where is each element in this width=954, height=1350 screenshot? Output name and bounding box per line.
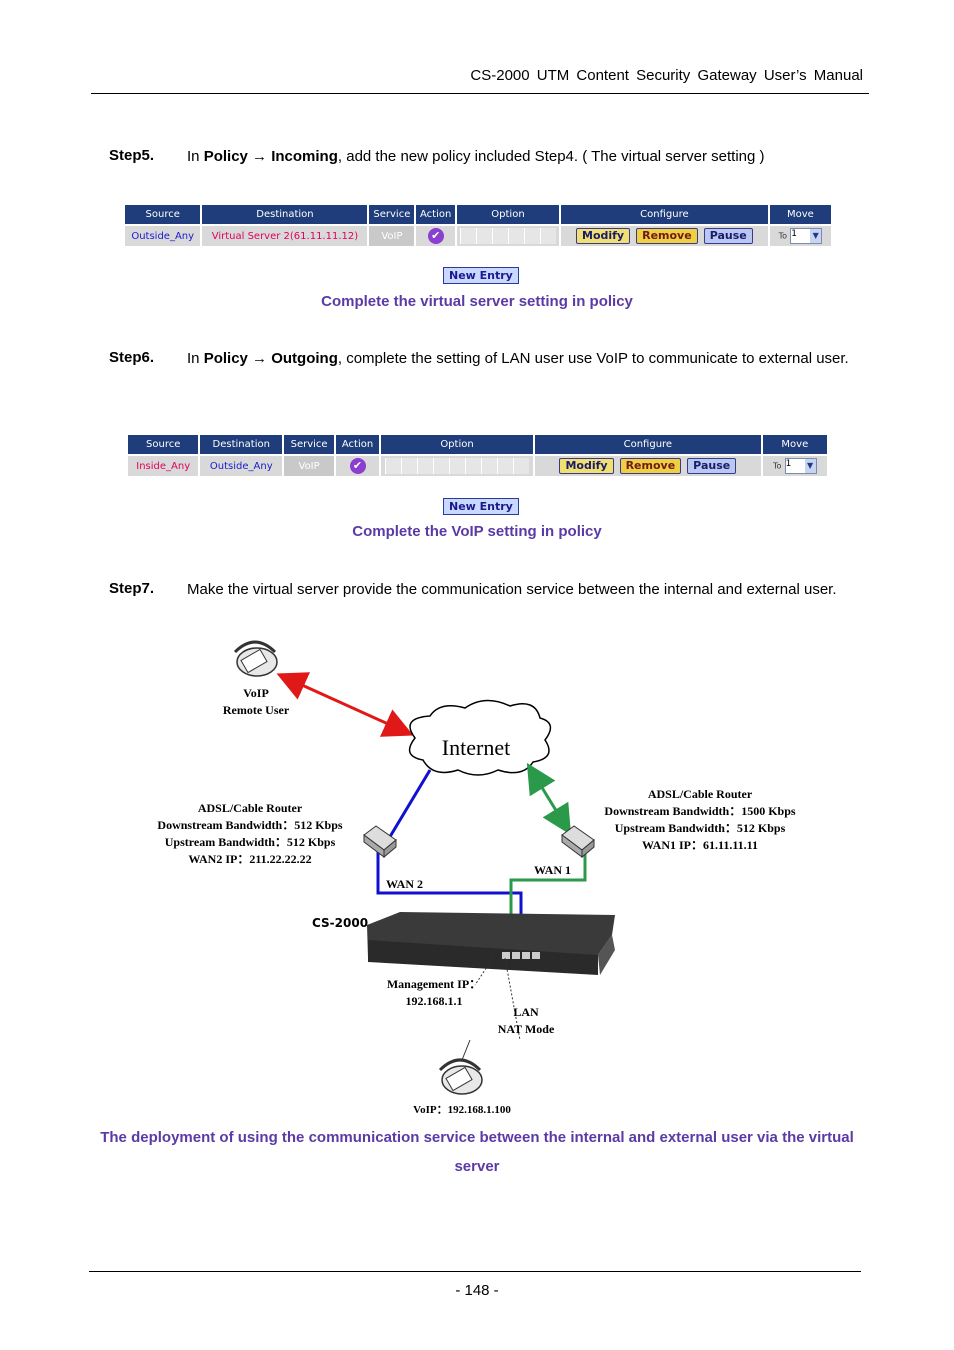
step5-bold-incoming: Incoming bbox=[271, 148, 338, 165]
lan-phone-line bbox=[461, 1039, 471, 1061]
mgmt-ip-label: Management IP：192.168.1.1 bbox=[386, 977, 482, 1008]
cell-option bbox=[380, 454, 534, 476]
step6-label: Step6. bbox=[109, 349, 155, 366]
move-select[interactable]: 1▼ bbox=[790, 228, 823, 244]
table-header-row: Source Destination Service Action Option… bbox=[125, 205, 831, 224]
new-entry-button[interactable]: New Entry bbox=[443, 267, 519, 284]
col-configure: Configure bbox=[560, 205, 768, 224]
remove-button[interactable]: Remove bbox=[619, 458, 682, 474]
cs2000-device-icon bbox=[367, 912, 615, 975]
header-title: CS-2000 UTM Content Security Gateway Use… bbox=[470, 67, 863, 84]
col-source: Source bbox=[128, 435, 199, 454]
step6-arrow: → bbox=[247, 350, 272, 367]
step6-bold-policy: Policy bbox=[203, 350, 248, 367]
voip-phone-local-icon bbox=[438, 1058, 483, 1095]
cell-configure: Modify Remove Pause bbox=[535, 454, 761, 476]
cell-move: To 1▼ bbox=[769, 224, 831, 246]
modify-button[interactable]: Modify bbox=[559, 458, 614, 474]
remote-link-line bbox=[276, 672, 414, 737]
col-service: Service bbox=[284, 435, 335, 454]
cell-service: VoIP bbox=[284, 454, 335, 476]
new-entry-button[interactable]: New Entry bbox=[443, 498, 519, 515]
cell-destination: Outside_Any bbox=[200, 454, 283, 476]
step5-label: Step5. bbox=[109, 147, 155, 164]
caption-deployment: The deployment of using the communicatio… bbox=[100, 1129, 854, 1175]
cell-source: Inside_Any bbox=[128, 454, 199, 476]
step6-text: In Policy → Outgoing, complete the setti… bbox=[187, 350, 849, 367]
chevron-down-icon: ▼ bbox=[804, 459, 816, 473]
cell-configure: Modify Remove Pause bbox=[560, 224, 768, 246]
wan1-uplink-line bbox=[526, 762, 572, 836]
wan2-uplink-line bbox=[383, 769, 432, 846]
caption-voip-setting: Complete the VoIP setting in policy bbox=[352, 523, 602, 540]
footer-rule bbox=[89, 1271, 861, 1272]
col-configure: Configure bbox=[535, 435, 761, 454]
permit-check-icon: ✔ bbox=[427, 228, 444, 244]
remove-button[interactable]: Remove bbox=[636, 228, 698, 244]
step5-arrow: → bbox=[247, 148, 272, 165]
wan2-label: WAN 2 bbox=[386, 877, 424, 891]
voip-local-label: VoIP：192.168.1.100 bbox=[413, 1104, 511, 1116]
step7-text: Make the virtual server provide the comm… bbox=[187, 581, 837, 598]
page-number: - 148 - bbox=[455, 1282, 499, 1299]
table-header-row: Source Destination Service Action Option… bbox=[128, 435, 827, 454]
col-source: Source bbox=[125, 205, 201, 224]
mgmt-pointer-line bbox=[474, 957, 494, 986]
col-action: Action bbox=[416, 205, 456, 224]
router-right-icon bbox=[561, 825, 595, 859]
cell-service: VoIP bbox=[369, 224, 415, 246]
pause-button[interactable]: Pause bbox=[703, 228, 753, 244]
cell-destination: Virtual Server 2(61.11.11.12) bbox=[202, 224, 368, 246]
table-row: Inside_Any Outside_Any VoIP ✔ Modify Remo… bbox=[128, 454, 827, 476]
step7-label: Step7. bbox=[109, 580, 155, 597]
lan-cable-line bbox=[504, 957, 521, 1041]
cell-option bbox=[457, 224, 559, 246]
cell-move: To 1▼ bbox=[762, 454, 827, 476]
internet-cloud-icon bbox=[408, 699, 552, 776]
step5-bold-policy: Policy bbox=[203, 148, 248, 165]
permit-check-icon: ✔ bbox=[349, 458, 366, 474]
table-row: Outside_Any Virtual Server 2(61.11.11.12… bbox=[125, 224, 831, 246]
cell-action: ✔ bbox=[336, 454, 379, 476]
move-select[interactable]: 1▼ bbox=[784, 458, 817, 474]
move-to-label: To bbox=[778, 231, 788, 241]
cell-source: Outside_Any bbox=[125, 224, 201, 246]
wan1-label: WAN 1 bbox=[534, 863, 572, 877]
policy-table-outgoing: Source Destination Service Action Option… bbox=[126, 435, 829, 476]
voip-phone-remote-icon bbox=[233, 640, 278, 677]
step5-text: In Policy → Incoming, add the new policy… bbox=[187, 148, 765, 165]
deployment-diagram bbox=[233, 640, 615, 1095]
col-service: Service bbox=[369, 205, 415, 224]
col-move: Move bbox=[762, 435, 827, 454]
device-label: CS-2000 bbox=[312, 916, 369, 930]
internet-label: Internet bbox=[441, 735, 511, 760]
col-move: Move bbox=[769, 205, 831, 224]
col-action: Action bbox=[336, 435, 379, 454]
chevron-down-icon: ▼ bbox=[810, 229, 822, 243]
move-to-label: To bbox=[773, 461, 782, 471]
router-left-icon bbox=[363, 825, 397, 859]
col-option: Option bbox=[457, 205, 559, 224]
policy-table-incoming: Source Destination Service Action Option… bbox=[123, 205, 833, 246]
header-rule bbox=[91, 93, 869, 94]
pause-button[interactable]: Pause bbox=[687, 458, 737, 474]
modify-button[interactable]: Modify bbox=[576, 228, 631, 244]
caption-virtual-server: Complete the virtual server setting in p… bbox=[321, 293, 633, 310]
cell-action: ✔ bbox=[416, 224, 456, 246]
col-destination: Destination bbox=[202, 205, 368, 224]
step6-bold-outgoing: Outgoing bbox=[271, 350, 338, 367]
col-option: Option bbox=[380, 435, 534, 454]
col-destination: Destination bbox=[200, 435, 283, 454]
